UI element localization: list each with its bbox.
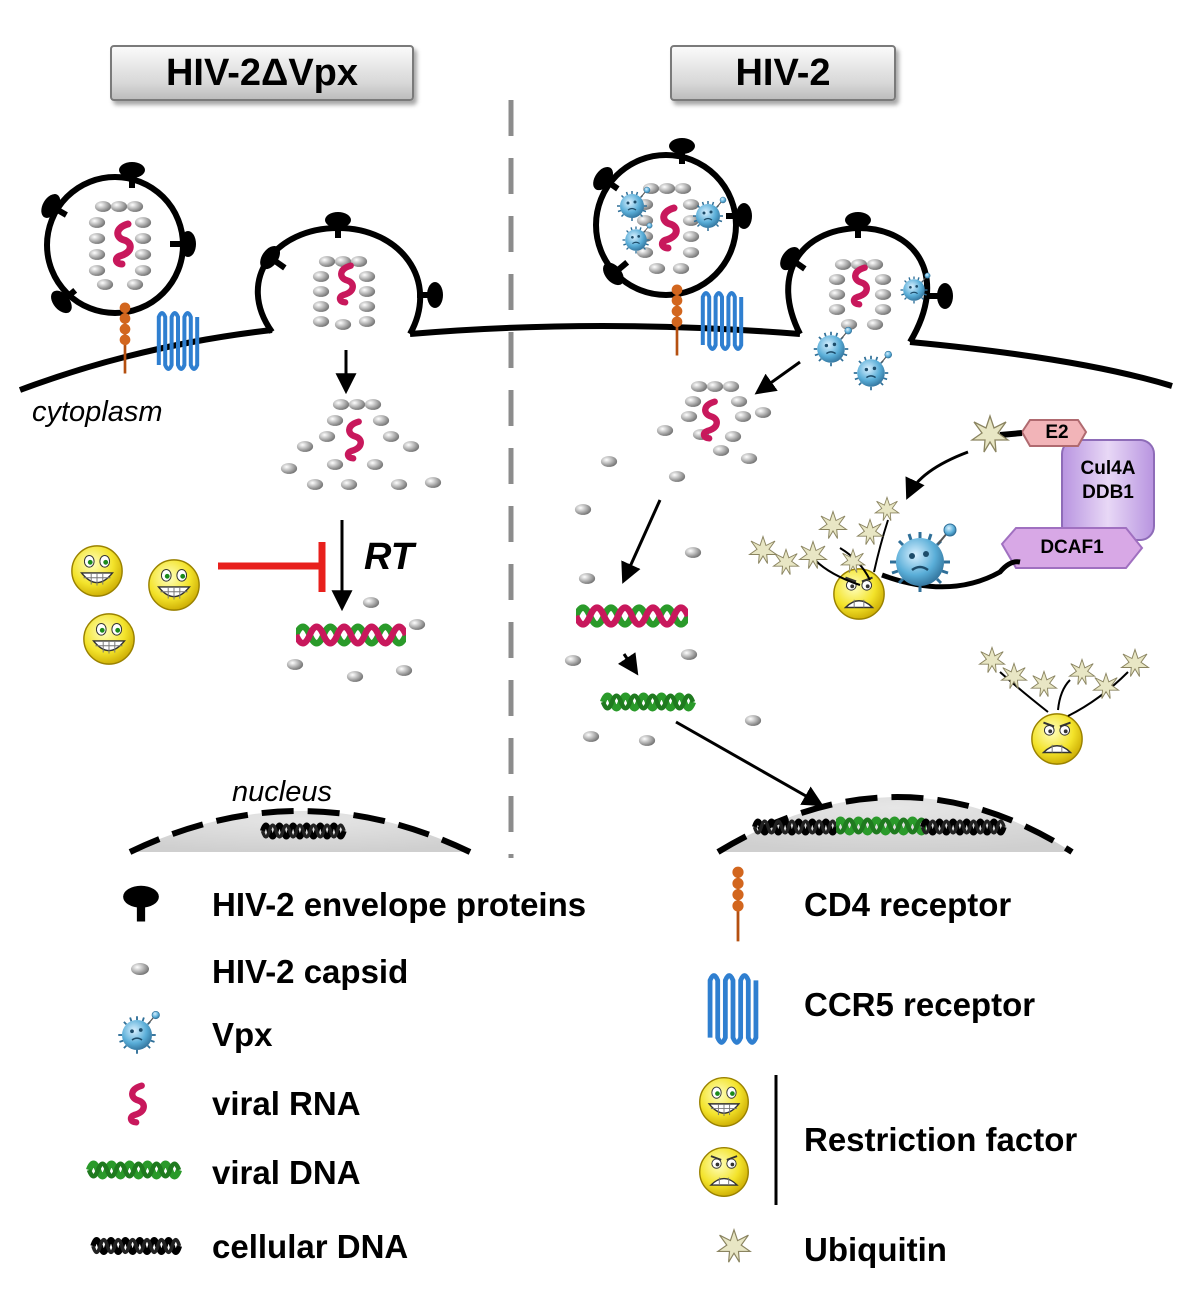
panel-title-left: HIV-2ΔVpx (110, 45, 414, 101)
arrow-uncoating-right (754, 360, 801, 395)
arrow-rt-right (621, 499, 662, 584)
legend-capsid: HIV-2 capsid (212, 953, 409, 990)
legend-envelope: HIV-2 envelope proteins (212, 886, 587, 923)
legend-cellular-dna: cellular DNA (212, 1228, 409, 1265)
ubiquitin-ligase-complex (905, 415, 1155, 569)
left-budding-virion (254, 212, 443, 336)
nucleus-right (716, 794, 1074, 855)
vpx-released (852, 350, 893, 392)
arrow-integration (675, 720, 824, 807)
restriction-factor-happy-icon (83, 613, 135, 665)
right-uncoating-capsid (600, 381, 772, 482)
viral-rna-icon (131, 1086, 144, 1123)
vpx-icon (117, 1010, 161, 1055)
restriction-factor-released (978, 646, 1149, 766)
viral-dna-right (603, 696, 693, 709)
legend-ccr5: CCR5 receptor (804, 986, 1036, 1023)
legend-viral-rna: viral RNA (212, 1085, 361, 1122)
legend-vpx: Vpx (212, 1016, 273, 1053)
right-budding-virion (776, 212, 953, 344)
rt-label: RT (364, 536, 414, 578)
capsid-icon (131, 963, 149, 975)
e2-label: E2 (1045, 422, 1069, 443)
panel-title-right: HIV-2 (670, 45, 896, 101)
dcaf1-label: DCAF1 (1040, 537, 1104, 558)
restriction-factor-happy-icon (148, 559, 200, 611)
ccr5-receptor-icon (710, 976, 756, 1043)
envelope-protein-icon (123, 885, 159, 922)
legend-viral-dna: viral DNA (212, 1154, 361, 1191)
restriction-factor-happy-icon (699, 1077, 749, 1127)
left-virion-1 (37, 162, 196, 317)
inhibition-bar (218, 542, 326, 592)
restriction-factor-ubiquitinated (749, 496, 1021, 621)
ddb1-label: DDB1 (1082, 482, 1134, 503)
left-uncoating-capsid (280, 399, 442, 490)
nucleus-label: nucleus (232, 776, 332, 808)
legend-ubiquitin: Ubiquitin (804, 1231, 947, 1268)
cell-membrane (18, 323, 1173, 393)
nucleus-left (128, 808, 472, 855)
ccr5-receptor-left (159, 313, 197, 369)
viral-dna-icon (89, 1164, 179, 1177)
legend-cd4: CD4 receptor (804, 886, 1012, 923)
cellular-dna-icon (93, 1240, 179, 1253)
restriction-factor-happy-icon (71, 545, 123, 597)
cd4-receptor-icon (730, 865, 746, 943)
legend-restriction-factor: Restriction factor (804, 1121, 1078, 1158)
viral-dna-rna-hybrid-left (296, 627, 406, 644)
ccr5-receptor-right (703, 293, 741, 349)
viral-dna-rna-hybrid-right (576, 608, 688, 625)
arrow-second-strand (617, 652, 639, 676)
ubiquitin-icon (717, 1229, 751, 1263)
right-virion-1 (589, 138, 752, 298)
cytoplasm-label: cytoplasm (32, 396, 163, 428)
restriction-factor-sad-icon (698, 1146, 750, 1198)
cul4a-label: Cul4A (1080, 458, 1136, 479)
